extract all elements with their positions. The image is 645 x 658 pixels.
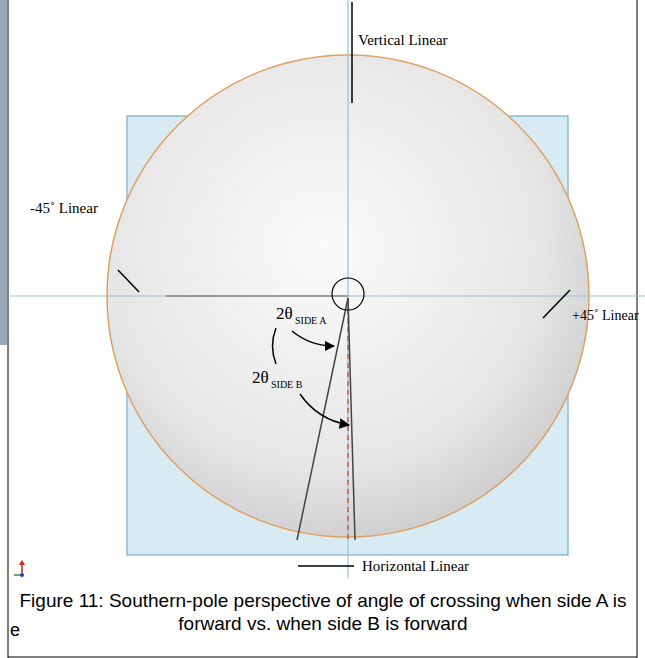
crossing-line [297, 298, 348, 540]
vertical-polarizer-mark [351, 2, 353, 103]
frame-line [8, 0, 9, 658]
minus45-polarizer-mark [118, 270, 139, 292]
frame-line [8, 657, 637, 658]
angle-bracket [273, 328, 277, 364]
vertical-axis [347, 0, 348, 578]
frame-line [637, 0, 638, 658]
reference-line [166, 295, 348, 296]
angle-subscript: SIDE B [271, 379, 302, 391]
horizontal-axis [10, 295, 645, 296]
angle-subscript: SIDE A [295, 315, 326, 327]
angle-symbol: 2θ [252, 368, 269, 388]
figure-caption: Figure 11: Southern-pole perspective of … [14, 590, 632, 636]
axis-triad [14, 560, 25, 577]
polarizer-label: Horizontal Linear [362, 558, 469, 575]
polarizer-label: Vertical Linear [358, 32, 448, 49]
plus45-polarizer-mark [543, 290, 570, 318]
polarizer-label: -45˚ Linear [30, 200, 98, 217]
center-circle [332, 278, 364, 310]
side-bar [0, 0, 7, 345]
angle-symbol: 2θ [276, 304, 293, 324]
cropped-text: e [10, 620, 20, 641]
angle-arrow [300, 394, 349, 425]
angle-arrow [292, 331, 334, 346]
polarizer-label: +45˚ Linear [572, 308, 639, 324]
crossing-line [348, 298, 355, 540]
horizontal-polarizer-mark [298, 565, 354, 567]
